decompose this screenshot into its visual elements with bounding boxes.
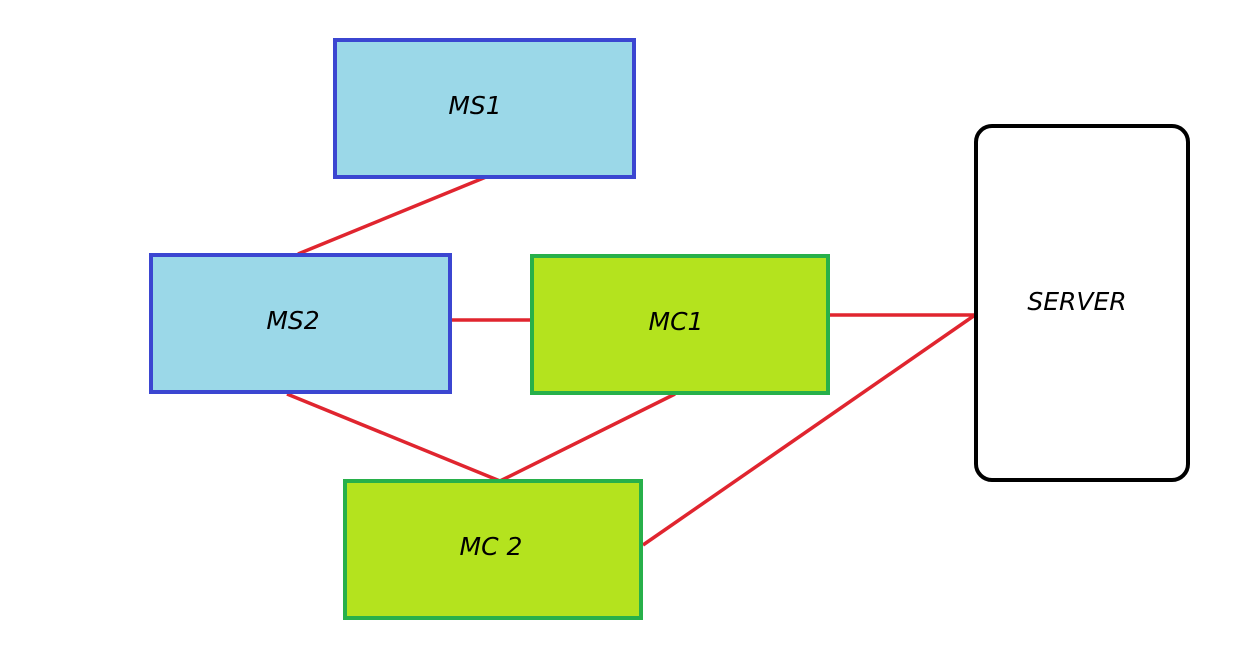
edge-ms2-mc2	[286, 392, 501, 483]
node-mc1: MC1	[530, 254, 830, 395]
node-ms2: MS2	[149, 253, 452, 394]
node-ms2-box	[149, 253, 452, 394]
node-mc2-box	[343, 479, 643, 620]
edge-mc1-mc2	[499, 392, 676, 483]
node-server-label: SERVER	[1027, 287, 1126, 316]
node-ms1-label: MS1	[448, 91, 501, 120]
node-mc2: MC 2	[343, 479, 643, 620]
node-mc2-label: MC 2	[460, 532, 523, 561]
edge-mc2-server	[642, 313, 976, 547]
edges	[286, 175, 976, 547]
node-ms2-label: MS2	[266, 306, 319, 335]
edge-ms1-ms2	[297, 175, 487, 256]
node-mc1-label: MC1	[649, 307, 704, 336]
node-server-box	[974, 124, 1190, 482]
node-ms1: MS1	[333, 38, 636, 179]
node-mc1-box	[530, 254, 830, 395]
node-ms1-box	[333, 38, 636, 179]
node-server: SERVER	[974, 124, 1190, 482]
